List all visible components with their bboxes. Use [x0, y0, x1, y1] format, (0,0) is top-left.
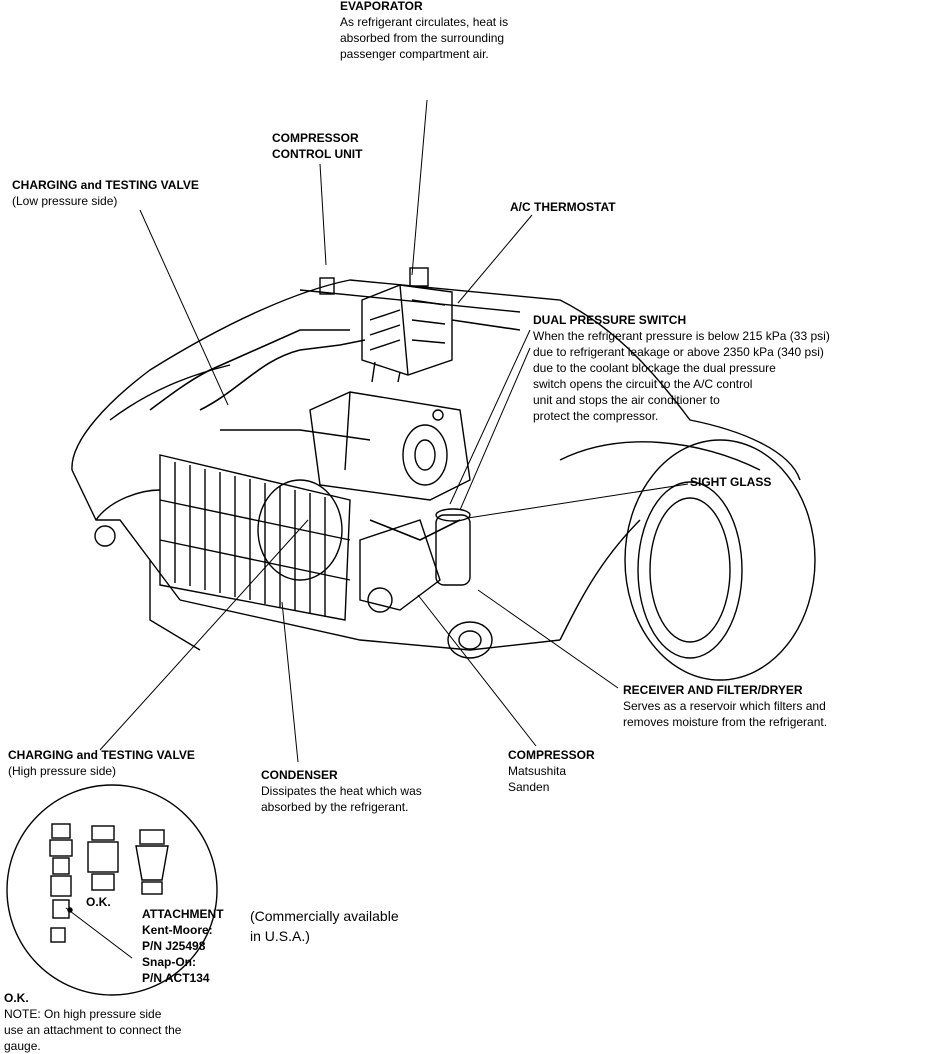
- condenser-label: CONDENSER Dissipates the heat which was …: [261, 767, 422, 815]
- commercially-label: (Commercially available in U.S.A.): [250, 906, 399, 946]
- attachment-line-1: Kent-Moore:: [142, 923, 213, 937]
- fitting-middle: [87, 825, 119, 891]
- receiver-dryer: [435, 508, 471, 586]
- engine-block: [309, 391, 471, 501]
- condenser-desc-2: absorbed by the refrigerant.: [261, 800, 409, 814]
- charging-valve-low-sub: (Low pressure side): [12, 194, 118, 208]
- dps-desc-6: protect the compressor.: [533, 409, 659, 423]
- evaporator-desc-1: As refrigerant circulates, heat is: [340, 15, 509, 29]
- receiver-dryer-desc-2: removes moisture from the refrigerant.: [623, 715, 828, 729]
- dual-pressure-switch-label: DUAL PRESSURE SWITCH When the refrigeran…: [533, 312, 830, 424]
- dps-desc-1: When the refrigerant pressure is below 2…: [533, 329, 830, 343]
- note-line-1: NOTE: On high pressure side: [4, 1007, 162, 1021]
- evaporator-unit: [319, 267, 453, 383]
- note-ok: O.K.: [4, 991, 29, 1005]
- evaporator-title: EVAPORATOR: [340, 0, 423, 13]
- charging-valve-high-title: CHARGING and TESTING VALVE: [8, 748, 195, 762]
- receiver-dryer-desc-1: Serves as a reservoir which filters and: [623, 699, 826, 713]
- dps-desc-4: switch opens the circuit to the A/C cont…: [533, 377, 753, 391]
- compressor-title: COMPRESSOR: [508, 748, 595, 762]
- ac-thermostat-label: A/C THERMOSTAT: [510, 199, 616, 215]
- front-wheel: [559, 439, 816, 681]
- compressor-line-1: Matsushita: [508, 764, 567, 778]
- attachment-line-3: Snap-On:: [142, 955, 196, 969]
- sight-glass-title: SIGHT GLASS: [690, 475, 772, 489]
- charging-valve-low-title: CHARGING and TESTING VALVE: [12, 178, 199, 192]
- condenser: [159, 454, 351, 621]
- charging-valve-high-sub: (High pressure side): [8, 764, 117, 778]
- evaporator-desc-2: absorbed from the surrounding: [340, 31, 505, 45]
- compressor-control-unit-label: COMPRESSOR CONTROL UNIT: [272, 130, 362, 162]
- condenser-title: CONDENSER: [261, 768, 338, 782]
- ac-thermostat-title: A/C THERMOSTAT: [510, 200, 616, 214]
- compressor-label: COMPRESSOR Matsushita Sanden: [508, 747, 595, 795]
- evaporator-desc-3: passenger compartment air.: [340, 47, 489, 61]
- ccu-line-1: COMPRESSOR: [272, 131, 359, 145]
- attachment-inset: [6, 784, 218, 996]
- leader-lines: [99, 99, 689, 763]
- evaporator-label: EVAPORATOR As refrigerant circulates, he…: [340, 0, 508, 62]
- fitting-right: [135, 829, 169, 895]
- dps-desc-2: due to refrigerant leakage or above 2350…: [533, 345, 824, 359]
- compressor-line-2: Sanden: [508, 780, 550, 794]
- receiver-dryer-label: RECEIVER AND FILTER/DRYER Serves as a re…: [623, 682, 827, 730]
- fitting-left: [49, 823, 73, 943]
- refrigerant-lines: [149, 319, 521, 541]
- condenser-desc-1: Dissipates the heat which was: [261, 784, 422, 798]
- dps-desc-5: unit and stops the air conditioner to: [533, 393, 720, 407]
- ok-inset-text: O.K.: [86, 895, 111, 909]
- ok-inset-label: O.K.: [86, 894, 111, 910]
- attachment-line-2: P/N J25498: [142, 939, 206, 953]
- compressor-body: [359, 519, 441, 613]
- dps-title: DUAL PRESSURE SWITCH: [533, 313, 687, 327]
- commercially-line-1: (Commercially available: [250, 908, 399, 924]
- receiver-dryer-title: RECEIVER AND FILTER/DRYER: [623, 683, 803, 697]
- commercially-line-2: in U.S.A.): [250, 928, 310, 944]
- attachment-label: ATTACHMENT Kent-Moore: P/N J25498 Snap-O…: [142, 906, 224, 986]
- ccu-line-2: CONTROL UNIT: [272, 147, 363, 161]
- attachment-line-4: P/N ACT134: [142, 971, 210, 985]
- charging-valve-low-label: CHARGING and TESTING VALVE (Low pressure…: [12, 177, 199, 209]
- charging-valve-high-label: CHARGING and TESTING VALVE (High pressur…: [8, 747, 195, 779]
- car-body: [71, 279, 801, 651]
- sight-glass-label: SIGHT GLASS: [690, 474, 771, 490]
- note-line-2: use an attachment to connect the: [4, 1023, 182, 1037]
- attachment-title: ATTACHMENT: [142, 907, 224, 921]
- note-line-3: gauge.: [4, 1039, 41, 1053]
- note-label: O.K. NOTE: On high pressure side use an …: [4, 990, 181, 1054]
- dps-desc-3: due to the coolant blockage the dual pre…: [533, 361, 776, 375]
- bottom-details: [94, 525, 493, 659]
